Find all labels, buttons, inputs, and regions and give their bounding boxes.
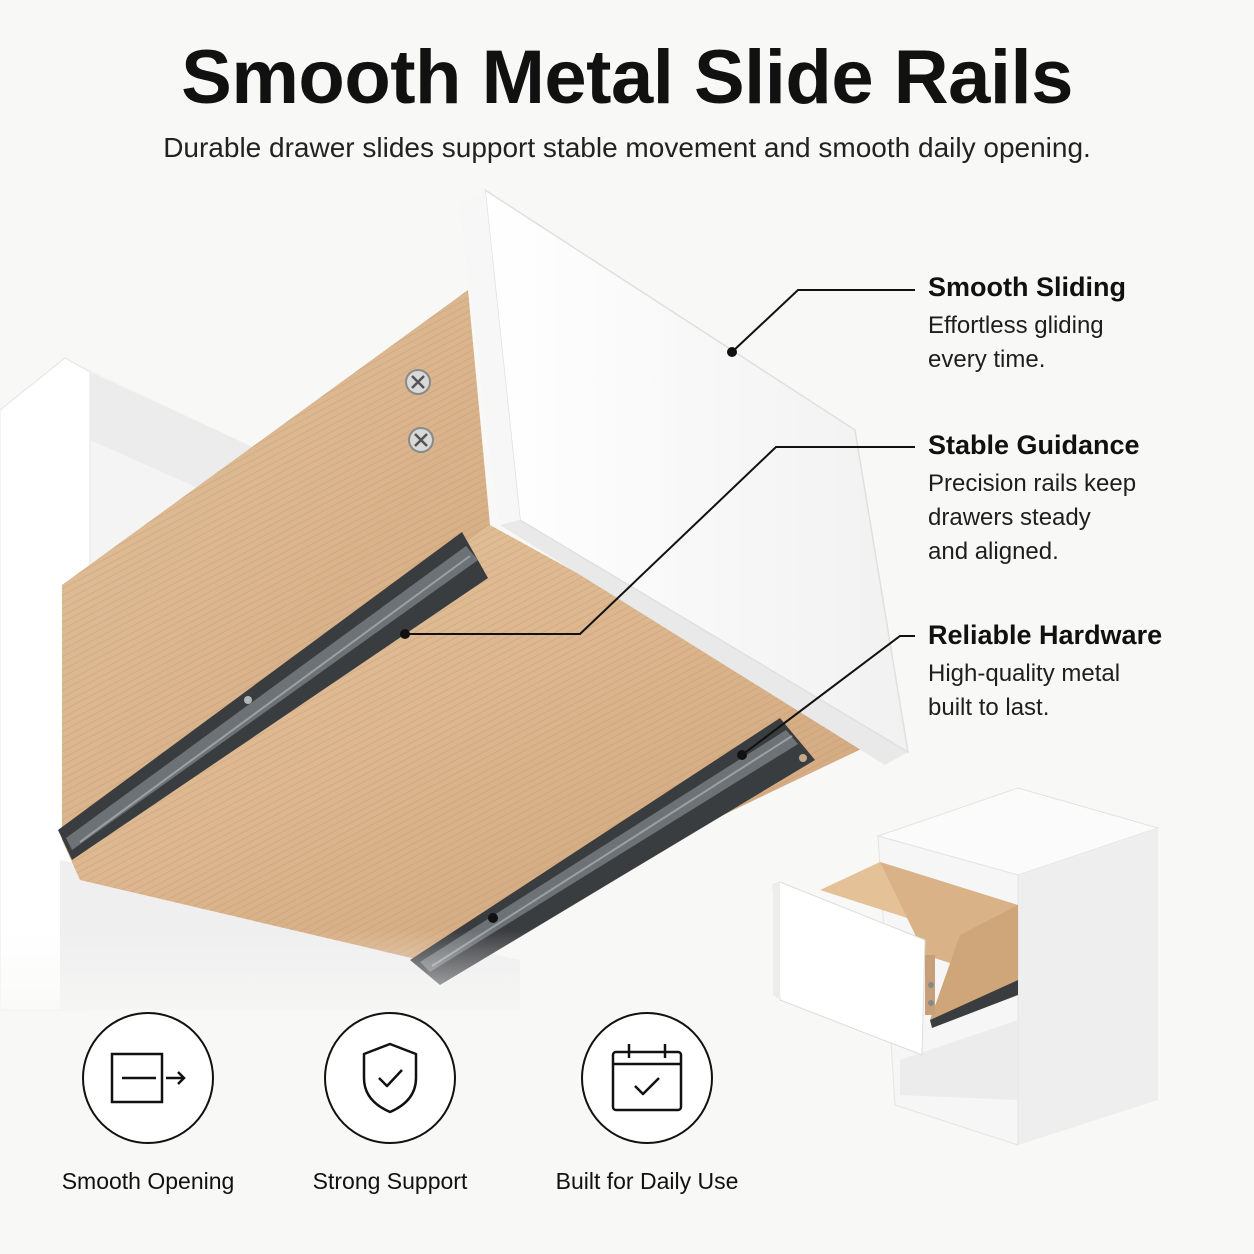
callout-title: Reliable Hardware [928,620,1163,650]
callout-title: Stable Guidance [928,430,1140,460]
callout-text: Effortless gliding every time. [928,312,1104,373]
drawer-side-panel [62,290,490,840]
callout-text: Precision rails keep drawers steady and … [928,470,1137,565]
callout-smooth-sliding: Smooth Sliding Effortless gliding every … [928,272,1126,377]
calendar-check-icon [581,1012,713,1144]
page-title: Smooth Metal Slide Rails [181,35,1073,120]
nightstand-product [772,787,1160,1146]
feature-label: Built for Daily Use [555,1168,739,1194]
feature-label: Smooth Opening [61,1168,235,1194]
slide-rail-right [410,718,815,985]
page-subtitle: Durable drawer slides support stable mov… [163,132,1091,163]
callout-text: High-quality metal built to last. [928,660,1121,721]
feature-built-for-daily-use: Built for Daily Use [537,1012,757,1195]
feature-smooth-opening: Smooth Opening [38,1012,258,1195]
feature-label: Strong Support [312,1168,468,1194]
slide-rail-left [58,532,488,860]
callout-reliable-hardware: Reliable Hardware High-quality metal bui… [928,620,1162,725]
mounting-screws [405,369,434,453]
callout-stable-guidance: Stable Guidance Precision rails keep dra… [928,430,1140,569]
feature-strong-support: Strong Support [280,1012,500,1195]
shield-check-icon [324,1012,456,1144]
drawer-slide-arrow-icon [82,1012,214,1144]
callout-title: Smooth Sliding [928,272,1126,302]
callout-leaders [400,289,915,923]
